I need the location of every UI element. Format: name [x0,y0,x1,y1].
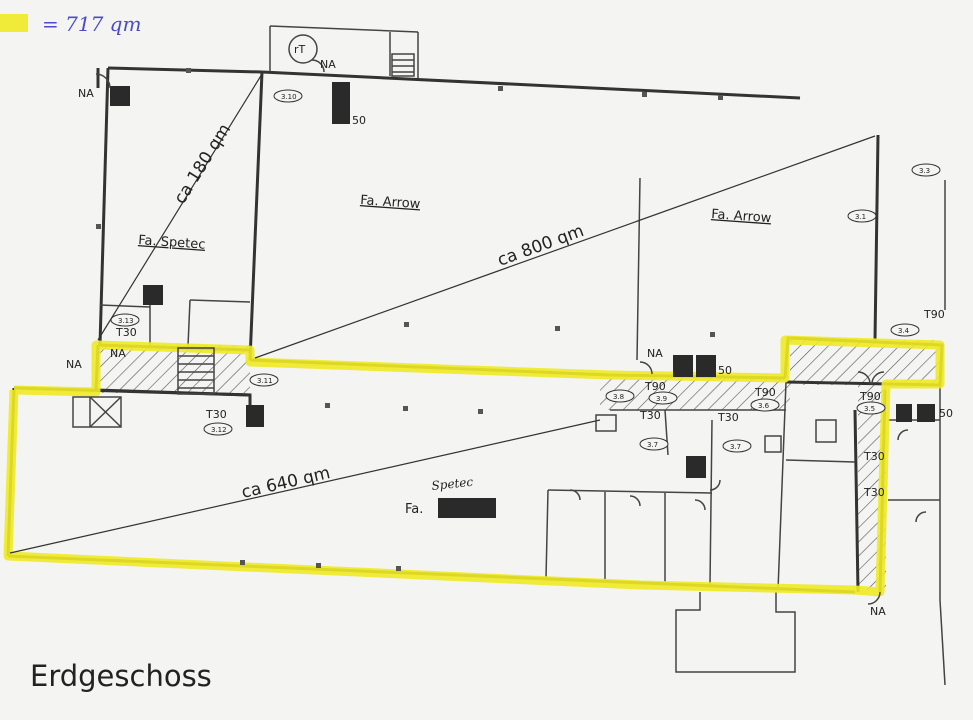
svg-text:T30: T30 [115,326,137,339]
legend-text: = 717 qm [42,12,141,36]
svg-text:T30: T30 [863,450,885,463]
room-tag: 3.7 [639,437,669,451]
highlight-outline [3,335,945,597]
room-tag: 3.12 [203,422,233,436]
room-tag: 3.6 [750,398,780,412]
tenant-spetec-bottom-name: Spetec [431,475,474,493]
svg-text:NA: NA [870,605,886,618]
columns [96,68,723,571]
svg-text:3.12: 3.12 [211,426,227,434]
shafts [110,82,935,518]
doors [95,59,927,605]
elevator-icon [72,396,122,428]
svg-text:T90: T90 [923,308,945,321]
svg-text:3.4: 3.4 [898,327,910,335]
svg-text:NA: NA [647,347,663,360]
svg-text:T90: T90 [859,390,881,403]
area-640-label: ca 640 qm [240,463,333,503]
tenant-arrow-right: Fa. Arrow [711,207,772,226]
svg-text:3.3: 3.3 [919,167,930,175]
svg-text:NA: NA [320,58,336,71]
svg-text:50: 50 [352,114,366,127]
svg-text:NA: NA [110,347,126,360]
room-tag: 3.7 [722,439,752,453]
area-800-label: ca 800 qm [495,221,587,271]
svg-text:T30: T30 [717,411,739,424]
svg-text:T90: T90 [644,380,666,393]
room-tags: 3.10 3.13 3.11 3.12 3.8 3.9 3.6 3.7 3.7 … [110,89,941,453]
tenant-spetec-top: Fa. Spetec [138,233,206,253]
tenant-spetec-bottom-prefix: Fa. [405,502,423,517]
svg-text:rT: rT [294,43,306,56]
svg-text:50: 50 [939,407,953,420]
room-tag: 3.10 [273,89,303,103]
svg-text:NA: NA [78,87,94,100]
floor-title: Erdgeschoss [30,659,212,693]
tenant-arrow-left: Fa. Arrow [360,193,421,212]
svg-text:NA: NA [66,358,82,371]
room-tag: 3.5 [856,401,886,415]
svg-text:T30: T30 [639,409,661,422]
svg-text:3.5: 3.5 [864,405,875,413]
svg-text:3.10: 3.10 [281,93,297,101]
area-180-label: ca 180 qm [170,120,235,207]
legend-swatch [0,14,28,32]
room-tag: 3.8 [605,389,635,403]
svg-text:3.8: 3.8 [613,393,624,401]
svg-text:3.7: 3.7 [647,441,658,449]
svg-text:T90: T90 [754,386,776,399]
room-tag: 3.9 [648,391,678,405]
svg-text:T30: T30 [863,486,885,499]
room-tag: 3.13 [110,313,140,327]
svg-text:50: 50 [718,364,732,377]
svg-text:3.9: 3.9 [656,395,667,403]
room-tag: 3.4 [890,323,920,337]
rt-mark: rT [288,34,318,64]
room-tag: 3.11 [249,373,279,387]
svg-text:3.1: 3.1 [855,213,866,221]
stairs [177,53,837,453]
svg-text:T30: T30 [205,408,227,421]
markers: NA NA NA NA NA NA 50 50 50 T30 T30 T30 T… [66,58,953,618]
room-tag: 3.1 [847,209,877,223]
svg-text:3.7: 3.7 [730,443,741,451]
svg-text:3.13: 3.13 [118,317,134,325]
svg-text:3.6: 3.6 [758,402,770,410]
room-tag: 3.3 [911,163,941,177]
svg-text:3.11: 3.11 [257,377,273,385]
